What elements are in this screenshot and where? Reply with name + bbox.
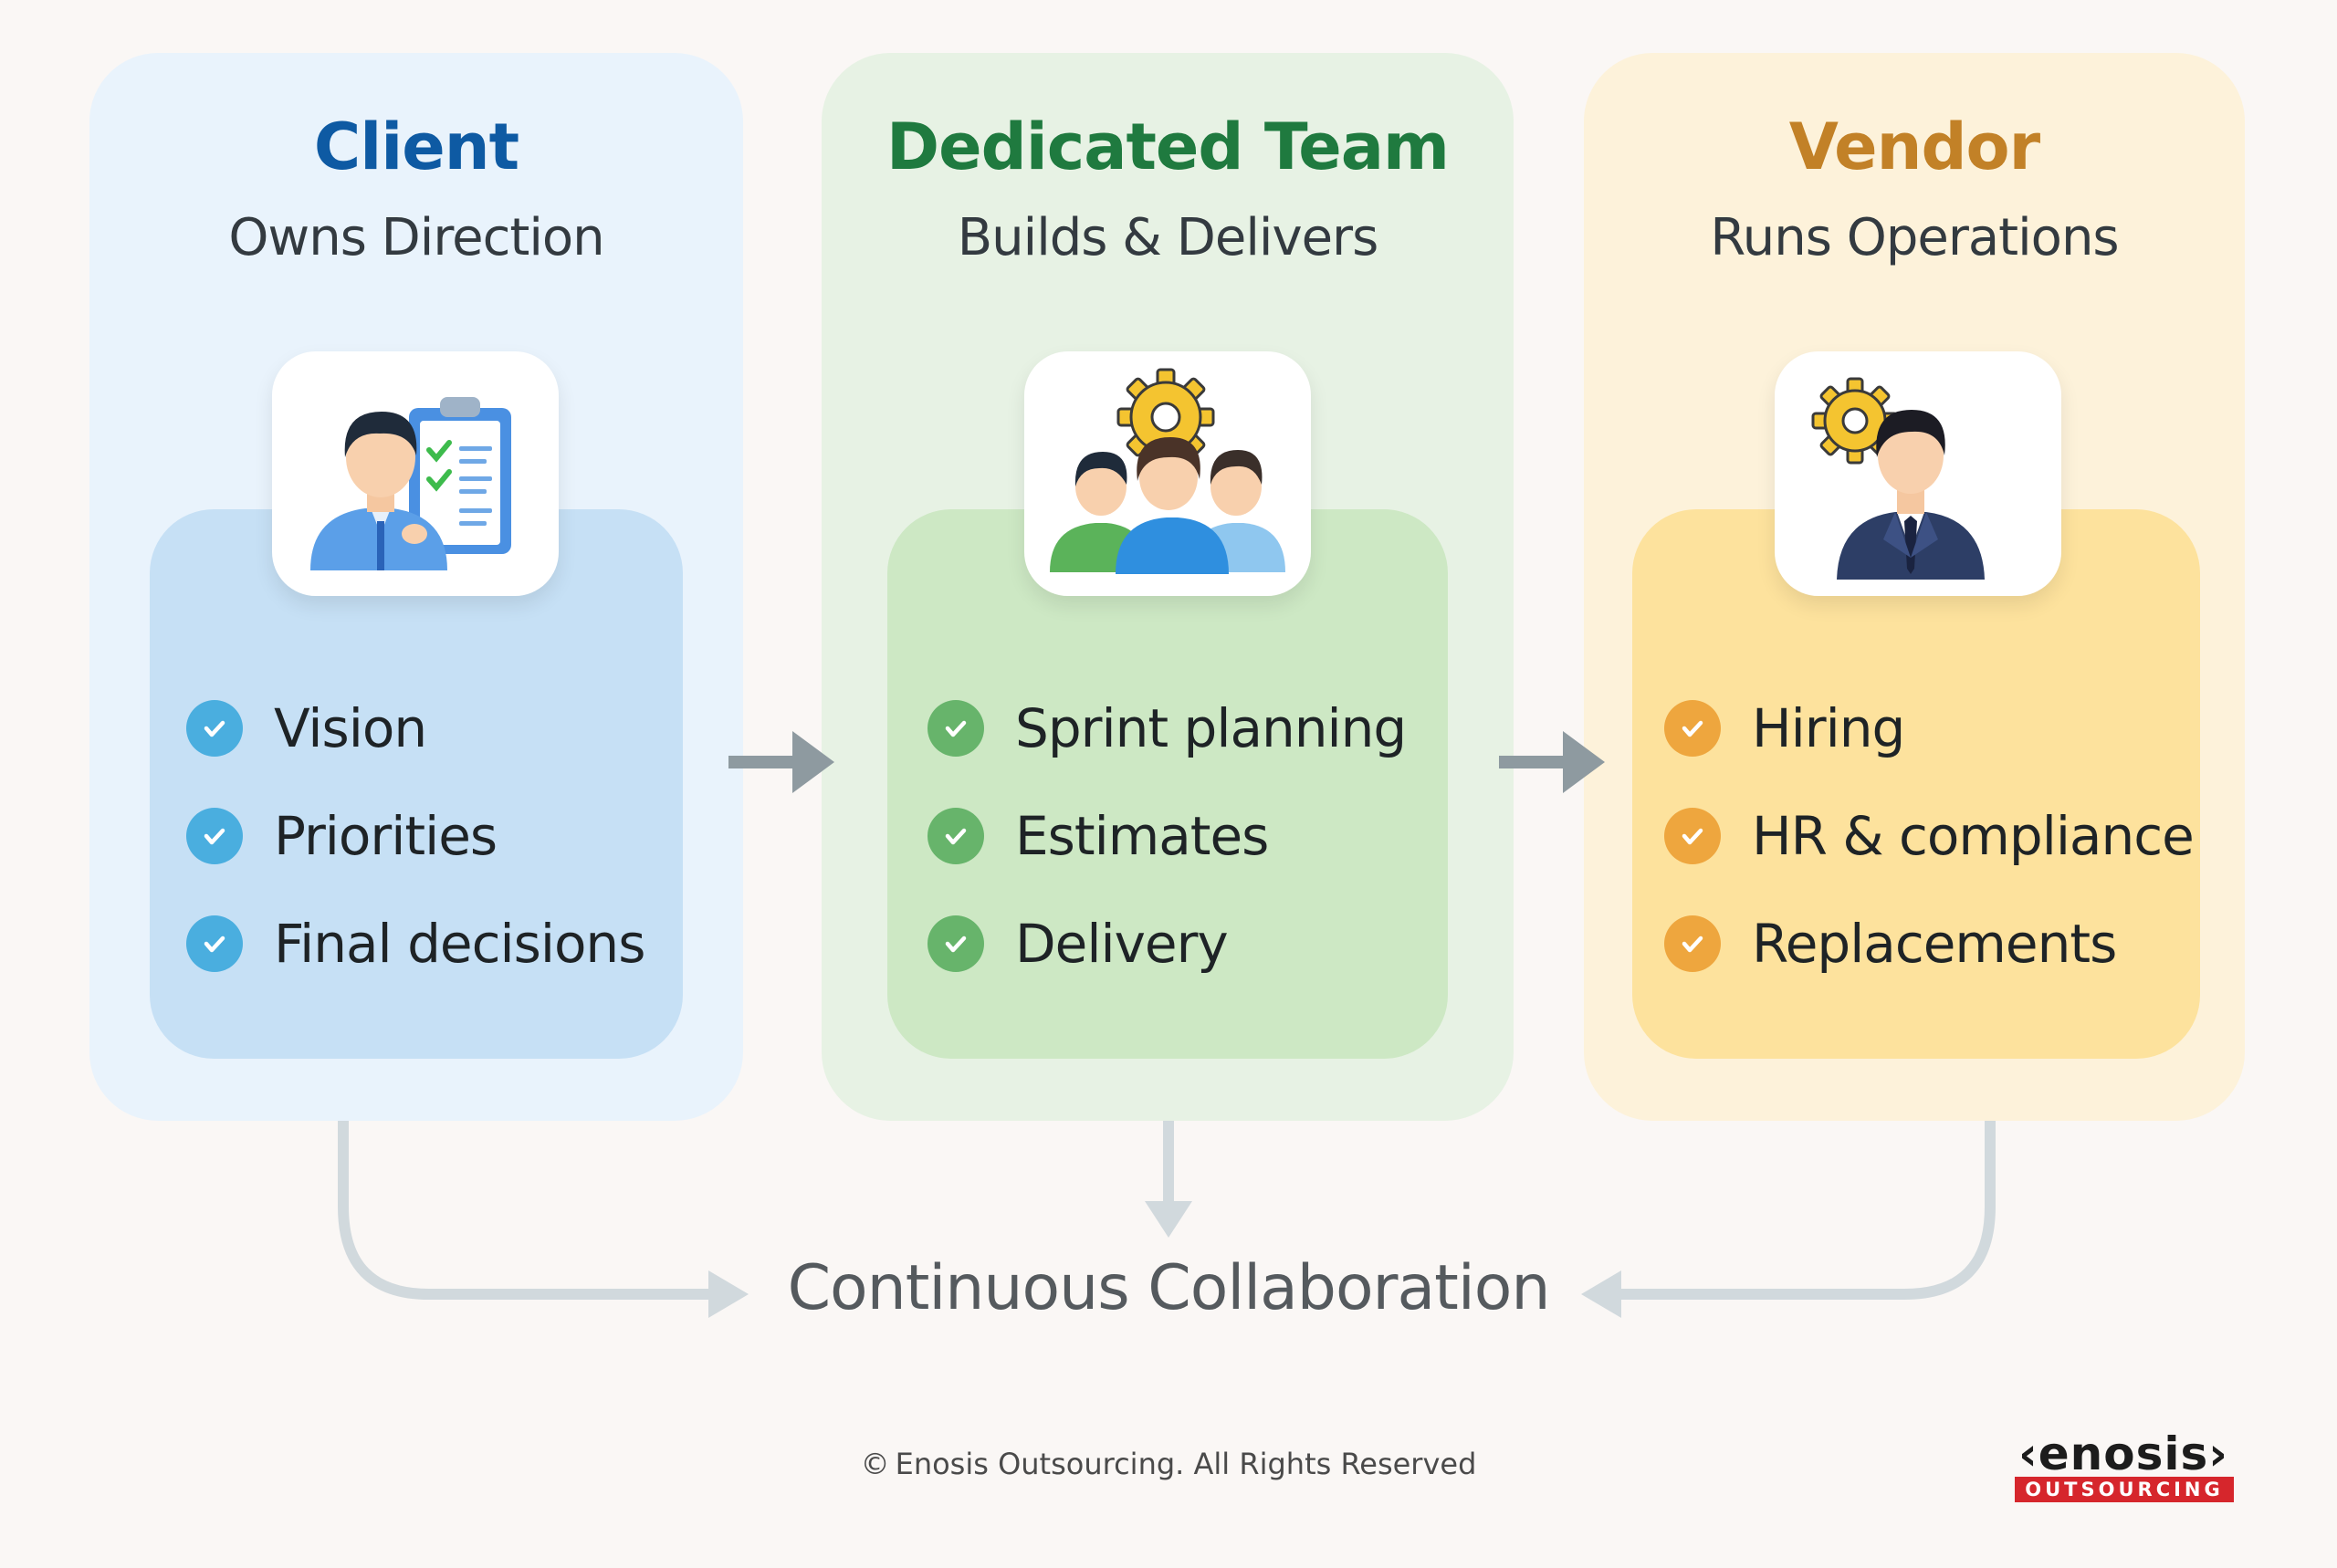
item-label: Delivery <box>1015 913 1229 975</box>
check-icon <box>186 808 243 864</box>
dedicated-team-column: Dedicated Team Builds & Delivers <box>822 53 1514 1121</box>
businessman-with-gear-icon <box>1775 351 2061 596</box>
check-icon <box>1664 808 1721 864</box>
check-icon <box>1664 700 1721 757</box>
item-label: Estimates <box>1015 805 1269 867</box>
list-item: HR & compliance <box>1664 800 2195 873</box>
check-icon <box>186 700 243 757</box>
client-column: Client Owns Direction <box>89 53 743 1121</box>
arrow-right-icon <box>1499 731 1605 793</box>
logo-wordmark: ‹enosis› <box>2018 1427 2228 1480</box>
item-label: Final decisions <box>274 913 645 975</box>
list-item: Replacements <box>1664 907 2117 980</box>
list-item: Final decisions <box>186 907 645 980</box>
arrow-left-icon <box>1581 1270 1621 1318</box>
check-icon <box>927 808 984 864</box>
arrow-right-icon <box>728 731 834 793</box>
check-icon <box>1664 915 1721 972</box>
list-item: Priorities <box>186 800 498 873</box>
item-label: Replacements <box>1752 913 2117 975</box>
vendor-title: Vendor <box>1788 110 2040 184</box>
item-label: Hiring <box>1752 697 1905 759</box>
check-icon <box>927 700 984 757</box>
client-responsibilities-panel <box>150 509 683 1059</box>
list-item: Hiring <box>1664 692 1905 765</box>
copyright-notice: ©Enosis Outsourcing. All Rights Reserved <box>0 1447 2337 1481</box>
vendor-responsibilities-panel <box>1632 509 2200 1059</box>
logo-tagline: OUTSOURCING <box>2015 1477 2234 1502</box>
person-with-checklist-icon <box>272 351 559 596</box>
list-item: Vision <box>186 692 427 765</box>
vendor-subtitle: Runs Operations <box>1710 208 2119 267</box>
list-item: Estimates <box>927 800 1269 873</box>
item-label: HR & compliance <box>1752 805 2195 867</box>
list-item: Sprint planning <box>927 692 1407 765</box>
item-label: Vision <box>274 697 427 759</box>
check-icon <box>186 915 243 972</box>
client-subtitle: Owns Direction <box>228 208 604 267</box>
team-responsibilities-panel <box>887 509 1448 1059</box>
enosis-logo: ‹enosis› OUTSOURCING <box>2013 1431 2234 1502</box>
copyright-text: Enosis Outsourcing. All Rights Reserved <box>895 1447 1477 1481</box>
list-item: Delivery <box>927 907 1229 980</box>
vendor-column: Vendor Runs Operations <box>1584 53 2245 1121</box>
arrow-down-icon <box>1145 1201 1192 1238</box>
item-label: Sprint planning <box>1015 697 1407 759</box>
check-icon <box>927 915 984 972</box>
copyright-icon: © <box>860 1447 890 1481</box>
collaboration-label: Continuous Collaboration <box>787 1252 1551 1324</box>
item-label: Priorities <box>274 805 498 867</box>
team-subtitle: Builds & Delivers <box>957 208 1379 267</box>
team-with-gear-icon <box>1024 351 1311 596</box>
arrow-right-icon <box>708 1270 749 1318</box>
team-title: Dedicated Team <box>886 110 1450 184</box>
client-title: Client <box>313 110 519 184</box>
